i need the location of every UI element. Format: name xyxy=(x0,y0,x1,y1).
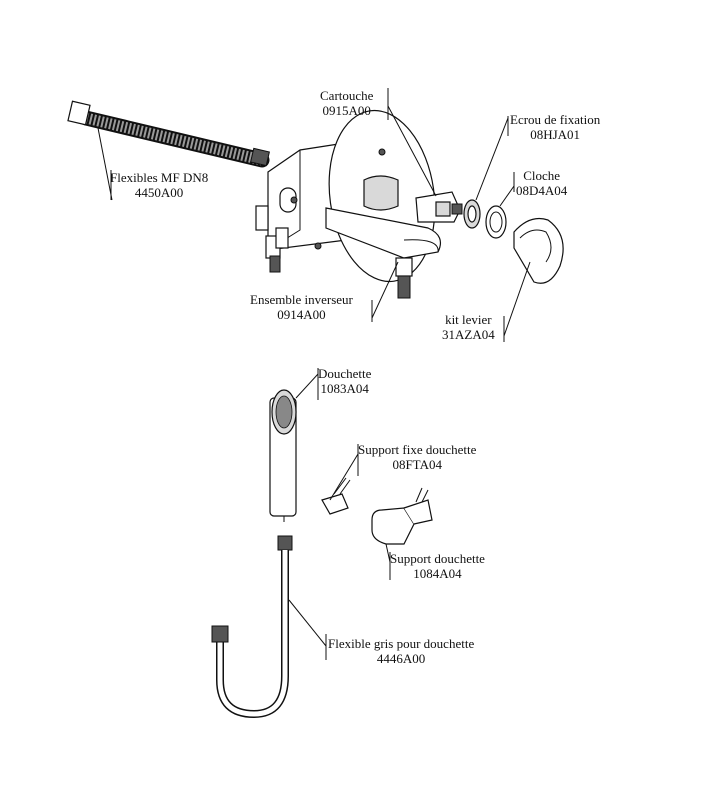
support-drawing xyxy=(371,487,433,580)
inverseur-name: Ensemble inverseur xyxy=(250,292,353,307)
faucet-body-drawing xyxy=(255,109,441,283)
cloche-code: 08D4A04 xyxy=(516,183,568,198)
label-support: Support douchette 1084A04 xyxy=(390,551,485,581)
support-name: Support douchette xyxy=(390,551,485,566)
ecrou-name: Ecrou de fixation xyxy=(510,112,601,127)
ecrou-drawing xyxy=(463,116,509,229)
label-inverseur: Ensemble inverseur 0914A00 xyxy=(250,292,353,322)
douchette-name: Douchette xyxy=(318,366,372,381)
inverseur-code: 0914A00 xyxy=(277,307,326,322)
support-fixe-drawing xyxy=(321,444,359,515)
inverseur-drawing xyxy=(371,257,413,322)
support-fixe-name: Support fixe douchette xyxy=(358,442,477,457)
cartouche-code: 0915A00 xyxy=(322,103,371,118)
levier-name: kit levier xyxy=(445,312,492,327)
cartouche-drawing xyxy=(387,88,463,223)
levier-code: 31AZA04 xyxy=(442,327,495,342)
cloche-name: Cloche xyxy=(523,168,561,183)
flexibles-code: 4450A00 xyxy=(134,185,184,200)
ecrou-code: 08HJA01 xyxy=(530,127,581,142)
label-flexible-gris: Flexible gris pour douchette 4446A00 xyxy=(328,636,474,666)
flexibles-name: Flexibles MF DN8 xyxy=(110,170,209,185)
douchette-code: 1083A04 xyxy=(320,381,369,396)
support-code: 1084A04 xyxy=(413,566,462,581)
label-cartouche: Cartouche 0915A00 xyxy=(320,88,373,118)
flexibles-hose-drawing xyxy=(67,100,270,201)
support-fixe-code: 08FTA04 xyxy=(392,457,442,472)
label-cloche: Cloche 08D4A04 xyxy=(516,168,567,198)
douchette-drawing xyxy=(269,368,319,522)
label-ecrou: Ecrou de fixation 08HJA01 xyxy=(510,112,600,142)
label-levier: kit levier 31AZA04 xyxy=(442,312,495,342)
flexible-gris-code: 4446A00 xyxy=(376,651,426,666)
cloche-drawing xyxy=(485,172,515,239)
label-support-fixe: Support fixe douchette 08FTA04 xyxy=(358,442,476,472)
flexible-gris-drawing xyxy=(211,535,327,719)
label-flexibles: Flexibles MF DN8 4450A00 xyxy=(110,170,208,200)
levier-drawing xyxy=(503,217,564,342)
cartouche-name: Cartouche xyxy=(320,88,374,103)
label-douchette: Douchette 1083A04 xyxy=(318,366,371,396)
flexible-gris-name: Flexible gris pour douchette xyxy=(328,636,475,651)
